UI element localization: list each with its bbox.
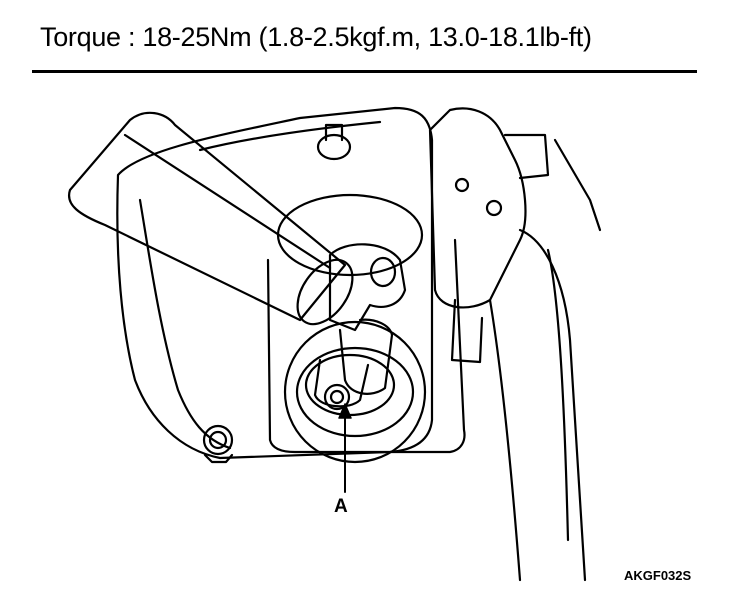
- figure-code: AKGF032S: [624, 568, 692, 583]
- torque-specification: Torque : 18-25Nm (1.8-2.5kgf.m, 13.0-18.…: [40, 22, 592, 52]
- callout-label-a: A: [334, 496, 348, 517]
- header-underline: [32, 70, 697, 73]
- column-tube-end: [296, 258, 354, 326]
- housing-inner-line: [138, 198, 232, 450]
- bracket-lower-tab: [450, 298, 484, 364]
- housing-outline: [116, 106, 434, 460]
- steering-bracket: [428, 107, 527, 309]
- floor-plate: [266, 238, 466, 454]
- pinch-bolt-icon: [323, 383, 351, 411]
- boot-mount-ring: [295, 346, 415, 438]
- universal-joint-yoke: [328, 243, 407, 332]
- mounting-bolt-icon: [202, 424, 234, 464]
- side-trim-inner: [546, 248, 570, 542]
- yoke-bolt-hole: [369, 256, 397, 288]
- housing-edge-line: [198, 120, 382, 152]
- callout-arrowhead: [338, 403, 352, 419]
- yoke-lower-arm: [338, 318, 394, 395]
- side-trim-panel: [518, 228, 587, 582]
- boot-mount-outer: [283, 320, 427, 464]
- bracket-hole-upper: [454, 177, 470, 193]
- bracket-tab: [503, 133, 550, 180]
- side-trim-edge: [488, 298, 522, 582]
- right-rail: [553, 138, 602, 232]
- steering-column-tube: [67, 111, 347, 322]
- bracket-hole-lower: [485, 199, 503, 217]
- column-tube-highlight: [123, 133, 332, 270]
- yoke-clamp: [313, 358, 370, 408]
- upper-stud-icon: [316, 123, 352, 161]
